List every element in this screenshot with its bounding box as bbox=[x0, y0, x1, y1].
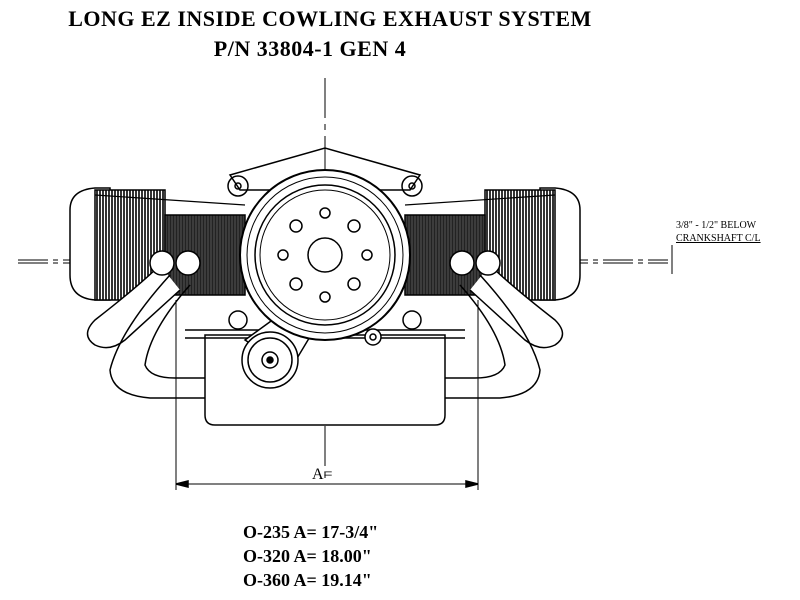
spec-o235: O-235 A= 17-3/4" bbox=[243, 522, 379, 542]
part-number-title: P/N 33804-1 GEN 4 bbox=[213, 36, 407, 61]
oil-sump bbox=[204, 334, 446, 426]
crankshaft-hub bbox=[307, 237, 343, 273]
dimension-a-label: A= bbox=[312, 466, 333, 483]
right-exhaust-pipe bbox=[469, 264, 564, 349]
offset-note-line2: CRANKSHAFT C/L bbox=[676, 233, 761, 244]
offset-note-line1: 3/8" - 1/2" BELOW bbox=[676, 220, 757, 231]
spec-o320: O-320 A= 18.00" bbox=[243, 546, 372, 566]
left-exhaust-pipe bbox=[86, 264, 181, 349]
spec-o360: O-360 A= 19.14" bbox=[243, 570, 372, 590]
diagram-title: LONG EZ INSIDE COWLING EXHAUST SYSTEM bbox=[68, 6, 592, 31]
flywheel bbox=[239, 169, 411, 341]
